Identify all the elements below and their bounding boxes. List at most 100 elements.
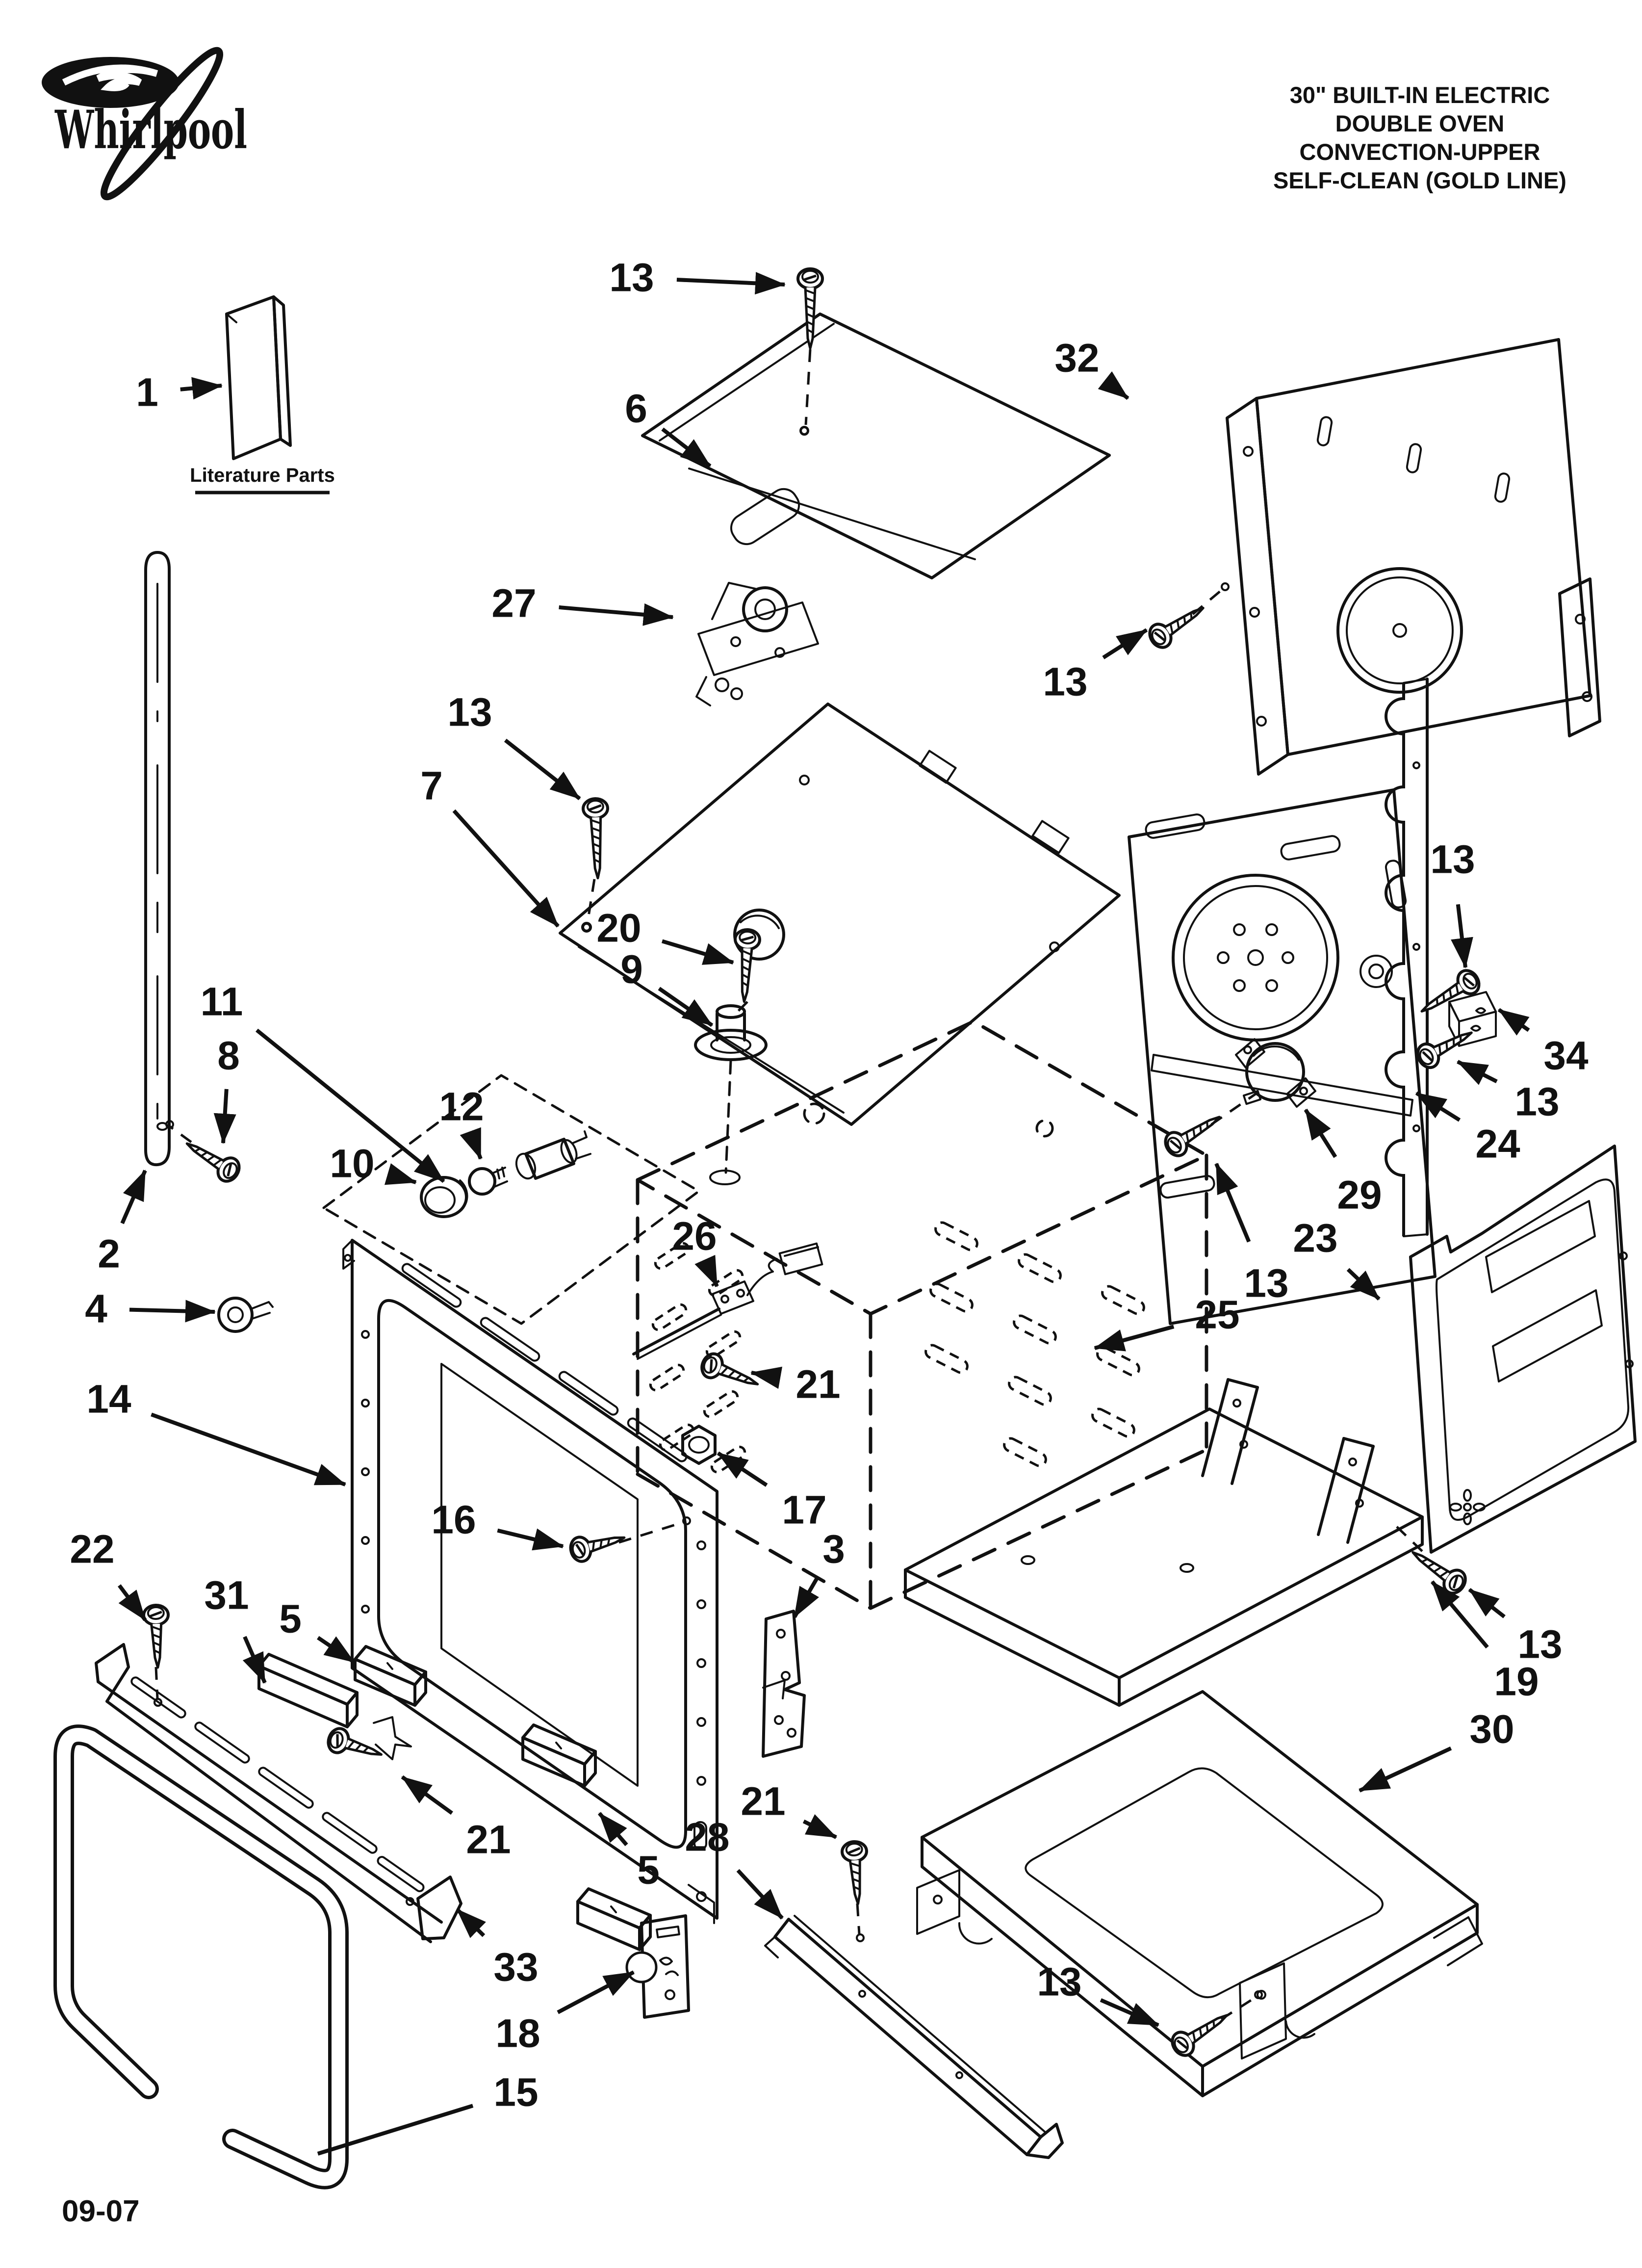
callout-1: 1	[136, 370, 223, 415]
callout-label-2: 2	[98, 1232, 120, 1277]
callout-leader	[497, 1528, 564, 1551]
callout-label-5: 5	[279, 1597, 302, 1642]
callout-label-13: 13	[1517, 1622, 1562, 1667]
callout-30: 30	[1359, 1707, 1514, 1793]
callout-leader	[151, 1412, 346, 1486]
part-tray-30	[916, 1690, 1483, 2097]
part-rail-28	[764, 1915, 1064, 2159]
cavity-vent-layer	[649, 1221, 1145, 1474]
part-blower-panel	[1128, 788, 1437, 1325]
callout-leader	[180, 377, 223, 400]
cavity-vent-slot	[1096, 1346, 1140, 1377]
brand-logo: Whirlpool	[42, 47, 247, 201]
screw-hole	[165, 1120, 174, 1129]
cavity-vent-slot	[703, 1390, 739, 1418]
cavity-vent-slot	[1003, 1437, 1047, 1467]
screw-icon	[582, 797, 609, 880]
doc-title: 30" BUILT-IN ELECTRIC DOUBLE OVEN CONVEC…	[1273, 82, 1566, 193]
callout-label-33: 33	[493, 1945, 538, 1990]
callout-5: 5	[597, 1812, 660, 1893]
fastener-layer	[142, 267, 1481, 2057]
callout-2: 2	[98, 1170, 147, 1277]
socket-11	[515, 1130, 591, 1180]
callout-18: 18	[495, 1970, 635, 2056]
screw-icon	[734, 928, 761, 1003]
callout-leader	[1094, 1325, 1175, 1352]
part-thermostat-29	[1235, 1038, 1316, 1108]
whirlpool-swoosh	[100, 47, 224, 201]
whirlpool-swirl-icon	[42, 57, 179, 108]
title-line-4: SELF-CLEAN (GOLD LINE)	[1273, 167, 1566, 193]
fit-line	[618, 1520, 685, 1544]
lens-10	[420, 1176, 468, 1218]
callout-17: 17	[717, 1451, 827, 1533]
callout-label-25: 25	[1195, 1293, 1239, 1337]
callout-20: 20	[596, 906, 734, 965]
callout-layer: 1136322713137132091181210341324292313252…	[70, 256, 1589, 2156]
callout-leader	[1497, 1008, 1530, 1036]
literature-label: Literature Parts	[190, 465, 335, 486]
callout-leader	[456, 1908, 486, 1938]
part-block-5	[354, 1645, 427, 1707]
callout-21: 21	[741, 1779, 837, 1839]
callout-leader	[557, 1970, 635, 2014]
callout-33: 33	[456, 1908, 539, 1990]
title-line-1: 30" BUILT-IN ELECTRIC	[1290, 82, 1550, 108]
callout-leader	[242, 1636, 267, 1684]
callout-27: 27	[491, 581, 674, 626]
callout-21: 21	[401, 1775, 511, 1862]
fit-line	[586, 879, 596, 923]
callout-9: 9	[620, 947, 714, 1027]
callout-leader	[1102, 628, 1148, 659]
screw-hole	[856, 1933, 865, 1942]
fit-line	[169, 1125, 192, 1144]
callout-leader	[504, 738, 581, 801]
callout-leader	[460, 1127, 483, 1160]
callout-label-22: 22	[70, 1527, 114, 1572]
callout-leader	[1304, 1108, 1337, 1158]
cavity-vent-slot	[924, 1344, 969, 1374]
callout-leader	[117, 1584, 147, 1621]
part-top-panel-6	[641, 313, 1111, 579]
callout-label-13: 13	[1037, 1960, 1081, 2005]
callout-leader	[750, 1366, 783, 1389]
callout-leader	[401, 1775, 453, 1815]
part-mid-panel-7	[559, 703, 1121, 1126]
callout-label-9: 9	[620, 947, 643, 992]
callout-label-26: 26	[672, 1214, 717, 1259]
callout-leader	[802, 1814, 837, 1839]
callout-label-13: 13	[609, 256, 654, 300]
cavity-vent-slot	[651, 1303, 688, 1331]
cavity-vent-slot	[1018, 1253, 1062, 1283]
cavity-vent-slot	[710, 1445, 746, 1474]
part-clip-18	[625, 1914, 690, 2019]
callout-label-30: 30	[1469, 1707, 1514, 1752]
callout-13: 13	[1214, 1163, 1289, 1306]
part-side-trim-2	[144, 551, 171, 1167]
part-bar-31	[257, 1653, 359, 1728]
callout-5: 5	[279, 1597, 356, 1664]
callout-22: 22	[70, 1527, 147, 1621]
callout-leader	[256, 1028, 445, 1183]
callout-label-14: 14	[86, 1377, 131, 1422]
part-rear-lower-panel-23	[1409, 1145, 1637, 1554]
callout-leader	[717, 1451, 768, 1487]
callout-label-11: 11	[201, 980, 243, 1024]
title-line-3: CONVECTION-UPPER	[1300, 139, 1540, 165]
callout-label-20: 20	[596, 906, 641, 951]
callout-leader	[1214, 1163, 1251, 1243]
cavity-vent-slot	[1101, 1285, 1145, 1315]
fit-line	[804, 349, 812, 425]
callout-leader	[1415, 1091, 1461, 1122]
fit-line	[734, 1001, 748, 1016]
callout-23: 23	[1293, 1216, 1381, 1301]
screw-icon	[142, 1603, 170, 1669]
screw-hole	[682, 1516, 691, 1525]
callout-21: 21	[750, 1362, 841, 1407]
part-oven-cavity-25	[636, 1019, 1208, 1610]
cavity-vent-slot	[708, 1269, 744, 1297]
callout-label-24: 24	[1475, 1122, 1520, 1167]
callout-label-21: 21	[741, 1779, 785, 1824]
callout-leader	[1098, 371, 1129, 400]
